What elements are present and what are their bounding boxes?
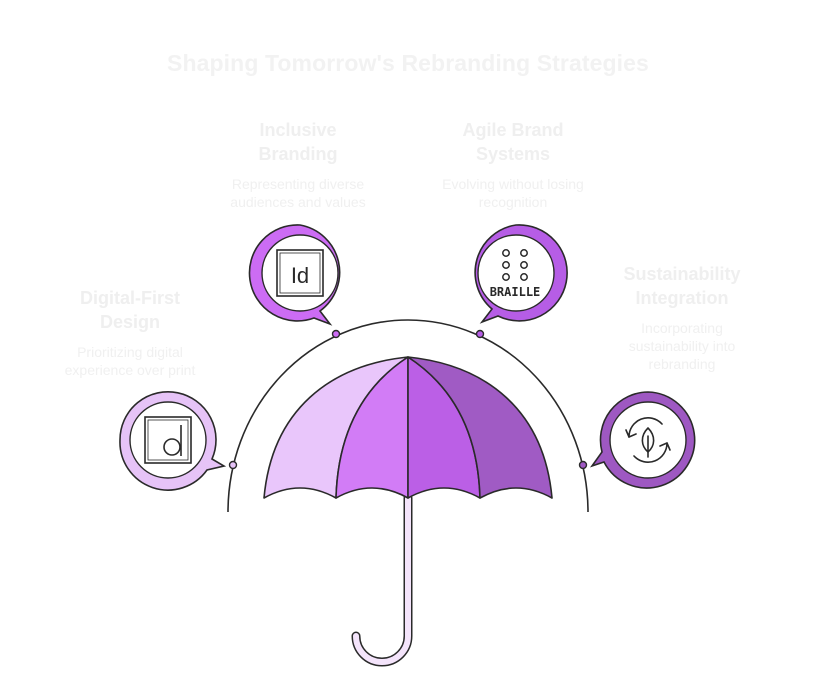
outer-arc [227,319,589,513]
connector-dots [228,329,588,470]
badge-inclusive: Id [248,224,341,326]
braille-icon: BRAILLE [490,249,541,299]
indesign-id-icon: Id [276,249,324,297]
badge-sustainability [589,391,696,489]
canopy-panel-2 [335,356,409,499]
connector-dot [475,329,485,339]
connector-dot [331,329,341,339]
diagram-title: Shaping Tomorrow's Rebranding Strategies [167,50,649,76]
canopy-panel-4 [407,356,553,499]
recycle-leaf-icon [625,417,671,463]
badge-digital-first [119,391,227,491]
umbrella-handle [351,493,413,667]
badge-agile: BRAILLE [474,224,568,324]
connector-dot [578,460,588,470]
digital-design-d-icon [144,416,192,464]
svg-text:BRAILLE: BRAILLE [490,285,541,299]
umbrella-canopy [263,356,553,499]
svg-text:Id: Id [291,263,309,288]
connector-dot [228,460,238,470]
